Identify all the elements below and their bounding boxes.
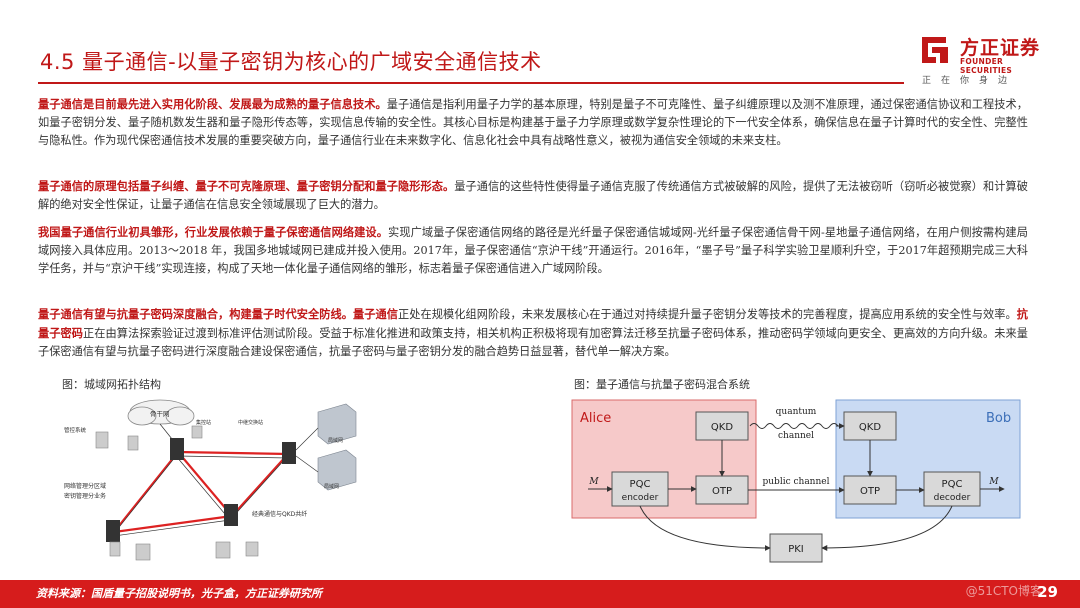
watermark: @51CTO博客 — [965, 584, 1042, 598]
paragraph-body-2: 正在由算法探索验证过渡到标准评估测试阶段。受益于标准化推进和政策支持，相关机构正… — [38, 327, 1028, 359]
alice-otp-box — [695, 475, 749, 505]
footer-source: 资料来源：国盾量子招股说明书，光子盒，方正证券研究所 — [36, 587, 322, 600]
m-output-label: M — [988, 477, 999, 487]
lan-label-2: 局域网 — [324, 483, 339, 490]
paragraph-2: 量子通信的原理包括量子纠缠、量子不可克隆原理、量子密钥分配和量子隐形形态。量子通… — [38, 177, 1028, 214]
paragraph-3: 我国量子通信行业初具雏形，行业发展依赖于量子保密通信网络建设。实现广域量子保密通… — [38, 223, 1028, 279]
server-icon — [95, 425, 259, 561]
m-input-label: M — [588, 477, 599, 487]
public-channel-label: public channel — [763, 477, 830, 487]
quantum-channel-label-1: quantum — [776, 407, 817, 417]
alice-label: Alice — [580, 411, 611, 426]
paragraph-lead: 我国量子通信行业初具雏形，行业发展依赖于量子保密通信网络建设。 — [38, 225, 389, 239]
paragraph-lead-3: 抗量子密码 — [38, 307, 1028, 341]
bob-otp-label: OTP — [860, 486, 880, 497]
bob-otp-box — [843, 475, 897, 505]
subdomain-label: 网络管理分区域 — [64, 482, 106, 490]
paragraph-lead-2: 量子通信 — [353, 307, 399, 321]
paragraph-body: 实现广域量子保密通信网络的路径是光纤量子保密通信城域网-光纤量子保密通信骨干网-… — [38, 226, 1028, 276]
hybrid-system-diagram: Alice Bob QKD OTP PQC encoder QKD OTP PQ… — [571, 399, 1021, 563]
page-number: 29 — [1037, 583, 1058, 601]
backbone-cloud-icon: 骨干网 — [127, 399, 195, 426]
alice-qkd-box — [695, 411, 749, 441]
paragraph-4: 量子通信有望与抗量子密码深度融合，构建量子时代安全防线。量子通信正处在规模化组网… — [38, 305, 1028, 362]
pqc-decoder-label-2: decoder — [934, 493, 971, 503]
logo-text-cn: 方正证券 — [960, 37, 1041, 59]
fiber-label: 经典通信与QKD共纤 — [252, 510, 307, 518]
switch-icon — [106, 438, 296, 542]
page-title: 4.5 量子通信-以量子密钥为核心的广域安全通信技术 — [40, 50, 542, 74]
paragraph-lead: 量子通信的原理包括量子纠缠、量子不可克隆原理、量子密钥分配和量子隐形形态。 — [38, 179, 455, 193]
company-logo: 方正证券 FOUNDER SECURITIES 正在你身边 — [918, 33, 1058, 86]
title-divider — [38, 82, 904, 84]
quantum-channel-label-2: channel — [778, 431, 814, 441]
paragraph-1: 量子通信是目前最先进入实用化阶段、发展最为成熟的量子信息技术。量子通信是指利用量… — [38, 95, 1028, 151]
key-mgmt-label: 密钥管理分业务 — [64, 492, 106, 500]
bob-qkd-label: QKD — [859, 422, 881, 433]
metro-network-diagram: 骨干网 管控系统 集控站 中继交换站 — [64, 399, 357, 561]
logo-slogan: 正在你身边 — [922, 76, 1018, 86]
paragraph-lead: 量子通信有望与抗量子密码深度融合，构建量子时代安全防线。 — [38, 307, 354, 321]
trusted-relay-label: 中继交换站 — [238, 419, 263, 426]
network-links — [113, 450, 289, 534]
pqc-decoder-label-1: PQC — [942, 479, 963, 490]
pqc-encoder-label-2: encoder — [622, 493, 659, 503]
paragraph-lead: 量子通信是目前最先进入实用化阶段、发展最为成熟的量子信息技术。 — [38, 97, 387, 111]
alice-qkd-label: QKD — [711, 422, 733, 433]
footer-bar — [0, 580, 1080, 608]
mgmt-label: 管控系统 — [64, 426, 87, 434]
left-figure-caption: 图：城域网拓扑结构 — [62, 378, 161, 391]
pki-label: PKI — [788, 544, 804, 555]
building-icon — [317, 403, 357, 491]
paragraph-body: 量子通信是指利用量子力学的基本原理，特别是量子不可克隆性、量子纠缠原理以及测不准… — [38, 98, 1028, 148]
paragraph-body: 正处在规模化组网阶段，未来发展核心在于通过对持续提升量子密钥分发等技术的完善程度… — [398, 308, 1017, 321]
pqc-encoder-label-1: PQC — [630, 479, 651, 490]
logo-text-en: FOUNDER SECURITIES — [960, 57, 1013, 75]
lan-label-1: 局域网 — [328, 437, 343, 444]
alice-otp-label: OTP — [712, 486, 732, 497]
relay-label: 集控站 — [196, 419, 211, 426]
cloud-label: 骨干网 — [150, 410, 170, 418]
pqc-decoder-box — [923, 471, 981, 507]
right-figure-caption: 图：量子通信与抗量子密码混合系统 — [574, 378, 750, 391]
founder-logo-icon — [922, 37, 948, 63]
paragraph-body: 量子通信的这些特性使得量子通信克服了传统通信方式被破解的风险，提供了无法被窃听（… — [38, 180, 1028, 212]
bob-label: Bob — [986, 411, 1011, 426]
